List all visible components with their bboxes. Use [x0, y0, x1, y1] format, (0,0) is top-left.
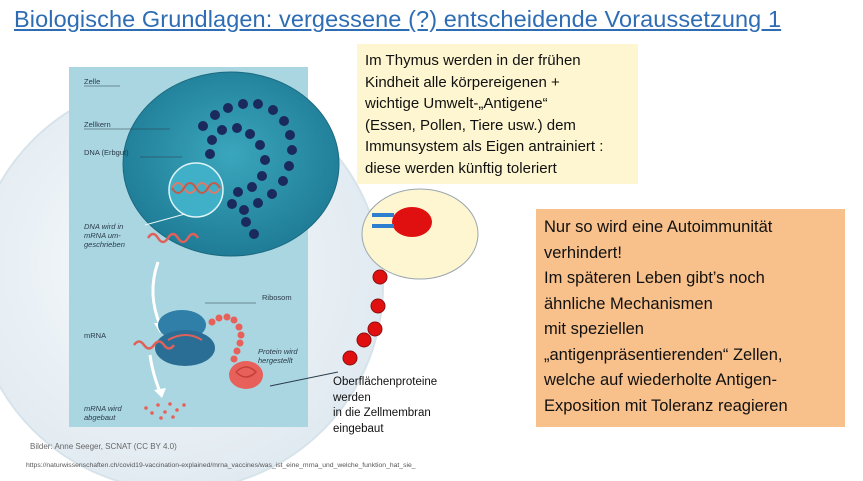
surface-arrow [269, 371, 339, 387]
degraded-mrna [144, 402, 186, 420]
dna-zoom-circle [168, 162, 224, 218]
transport-arrow [151, 261, 162, 326]
slide-title: Biologische Grundlagen: vergessene (?) e… [14, 6, 782, 32]
ribosome [155, 310, 215, 366]
cell-nucleus [122, 71, 340, 257]
label-zelle: Zelle [84, 77, 101, 86]
label-mrna-abgebaut: mRNA wird abgebaut [84, 404, 122, 422]
surface-protein-text: Oberflächenproteine werden in die Zellme… [333, 376, 438, 435]
label-protein: Protein wird hergestellt [258, 347, 298, 365]
receptor [372, 213, 394, 228]
thymus-textbox: Im Thymus werden in der frühen Kindheit … [357, 44, 638, 184]
mrna-strand-2 [132, 340, 176, 350]
label-mrna: mRNA [84, 331, 107, 340]
label-dna-umgeschrieben: DNA wird in mRNA um- geschrieben [84, 222, 125, 249]
autoimmunity-textbox: Nur so wird eine Autoimmunität verhinder… [536, 209, 845, 427]
dna-coil [198, 99, 297, 239]
label-ribosom: Ribosom [262, 293, 292, 302]
apc-nucleus [392, 207, 432, 237]
source-url[interactable]: https://naturwissenschaften.ch/covid19-v… [26, 462, 416, 469]
image-credit: Bilder: Anne Seeger, SCNAT (CC BY 4.0) [30, 442, 177, 451]
label-zellkern: Zellkern [84, 120, 111, 129]
folded-protein [229, 361, 263, 389]
surface-proteins [342, 269, 388, 366]
mrna-strand-1 [146, 232, 200, 244]
protein-chain [208, 313, 245, 363]
label-dna: DNA (Erbgut) [84, 148, 129, 157]
